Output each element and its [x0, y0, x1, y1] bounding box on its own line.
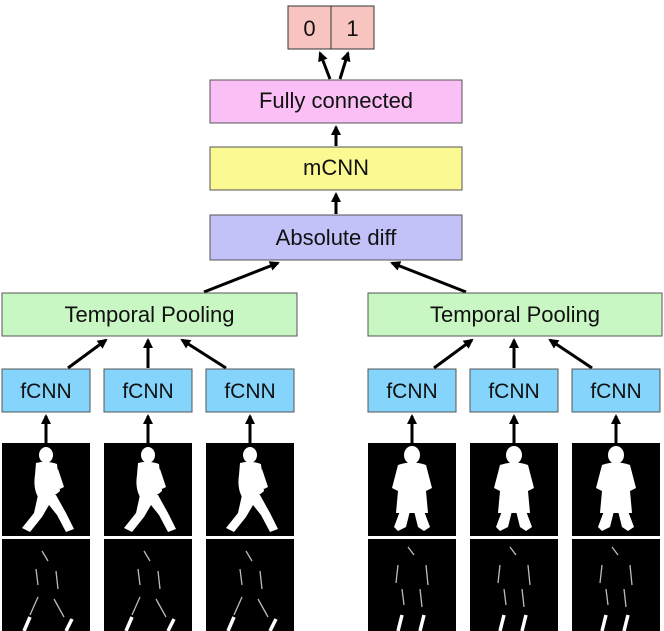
arrow-right-pooling-to-absdiff	[390, 261, 467, 294]
output-cell-1	[330, 5, 375, 50]
left-temporal-pooling-box	[1, 292, 298, 337]
left-fcnn-box-2	[205, 368, 295, 413]
fully-connected-label: Fully connected	[259, 88, 413, 113]
mcnn-label: mCNN	[303, 155, 369, 180]
arrow-left-pooling-to-absdiff	[203, 261, 280, 294]
right-fcnn-label-2: fCNN	[590, 380, 641, 403]
right-fcnn-box-2	[571, 368, 661, 413]
right-silhouette-frame-1	[470, 443, 558, 536]
left-edge-frame-1	[102, 537, 194, 631]
left-temporal-pooling-label: Temporal Pooling	[65, 302, 235, 327]
left-silhouette-frame-0	[2, 443, 90, 536]
right-branch: Temporal Pooling fCNN fCNN fCNN	[366, 292, 663, 631]
arrow-fc-to-output-1	[338, 51, 351, 80]
absolute-diff-box	[209, 214, 463, 261]
arrow-right-fcnn-0-to-pooling	[433, 338, 474, 370]
absolute-diff-label: Absolute diff	[276, 225, 398, 250]
right-edge-frame-0	[366, 537, 458, 631]
right-fcnn-box-1	[469, 368, 559, 413]
right-temporal-pooling-label: Temporal Pooling	[430, 302, 600, 327]
left-fcnn-label-2: fCNN	[224, 380, 275, 403]
arrow-fc-to-output-0	[318, 51, 332, 80]
left-fcnn-box-0	[1, 368, 91, 413]
left-silhouette-frame-1	[104, 443, 192, 536]
absolute-diff-layer: Absolute diff	[209, 214, 463, 261]
fully-connected-box	[209, 79, 463, 124]
left-fcnn-label-1: fCNN	[122, 380, 173, 403]
right-edge-frame-2	[570, 537, 662, 631]
output-layer: 0 1	[287, 5, 375, 50]
right-silhouette-frame-2	[572, 443, 660, 536]
left-fcnn-label-0: fCNN	[20, 380, 71, 403]
right-fcnn-label-1: fCNN	[488, 380, 539, 403]
arrow-right-fcnn-2-to-pooling	[548, 338, 593, 370]
left-branch: Temporal Pooling fCNN fCNN fCNN	[0, 292, 298, 631]
output-label-1: 1	[346, 16, 358, 41]
right-edge-frame-1	[468, 537, 560, 631]
fully-connected-layer: Fully connected	[209, 79, 463, 124]
arrow-left-fcnn-0-to-pooling	[67, 338, 108, 370]
left-silhouette-frame-2	[206, 443, 294, 536]
output-label-0: 0	[303, 16, 315, 41]
left-fcnn-box-1	[103, 368, 193, 413]
output-cell-0	[287, 5, 332, 50]
right-silhouette-frame-0	[368, 443, 456, 536]
right-temporal-pooling-box	[367, 292, 663, 337]
arrow-left-fcnn-2-to-pooling	[180, 338, 227, 370]
left-edge-frame-2	[204, 537, 296, 631]
right-fcnn-label-0: fCNN	[386, 380, 437, 403]
left-edge-frame-0	[0, 537, 92, 631]
mcnn-layer: mCNN	[209, 146, 463, 191]
mcnn-box	[209, 146, 463, 191]
right-fcnn-box-0	[367, 368, 457, 413]
